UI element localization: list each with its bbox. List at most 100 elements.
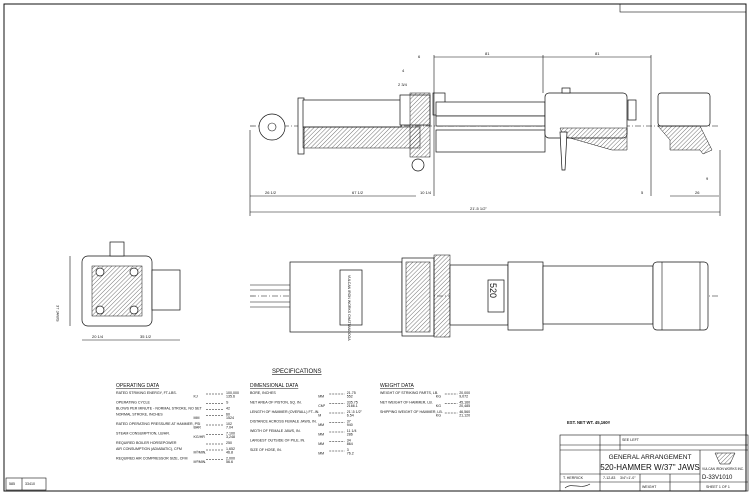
- spec-value: 34: [347, 439, 351, 443]
- drawing-number: D-33V1010: [702, 475, 733, 481]
- spec-value-metric: 6.54: [347, 414, 354, 418]
- spec-unit-metric: MM: [318, 395, 324, 399]
- spec-label: RATED STRIKING ENERGY, FT-LBS.: [116, 391, 177, 395]
- spec-value: 46,560: [459, 410, 470, 414]
- spec-label: NET AREA OF PISTON, SQ. IN.: [250, 401, 302, 405]
- drawing-date: 7-12-83: [603, 476, 615, 480]
- spec-value-metric: 3,248: [226, 435, 235, 439]
- spec-label: BORE, INCHES: [250, 391, 276, 395]
- spec-value: 7,100: [226, 432, 235, 436]
- dim-81-left: 81: [485, 51, 490, 56]
- dim-26-right: 26: [695, 190, 700, 195]
- spec-value: 100,000: [226, 391, 239, 395]
- spec-unit-metric: MM: [318, 423, 324, 427]
- spec-value: 2,000: [226, 457, 235, 461]
- hammer-model-label: 520: [488, 283, 498, 298]
- spec-value-metric: 864: [347, 442, 353, 446]
- spec-value-metric: 7.04: [226, 426, 233, 430]
- spec-unit-metric: KJ: [194, 395, 198, 399]
- corner-stamp-right: 33410: [25, 482, 35, 486]
- dim-26-left: 26 1/2: [265, 190, 277, 195]
- spec-unit-metric: KG: [436, 404, 441, 408]
- spec-value-metric: 552: [347, 395, 353, 399]
- spec-value: 21.75: [347, 391, 356, 395]
- spec-value: 21'-5 1/2": [347, 410, 363, 414]
- hammer-end-view: 37 JAWS 20 1/4 35 1/2: [56, 241, 181, 341]
- dim-81-right: 81: [595, 51, 600, 56]
- spec-label: WIDTH OF FEMALE JAWS, IN.: [250, 429, 301, 433]
- title-block: SEE LEFT GENERAL ARRANGEMENT 520-HAMMER …: [559, 434, 749, 492]
- corner-stamp: [5, 477, 47, 491]
- spec-unit-metric: M³/MIN.: [194, 460, 207, 464]
- spec-label: RATED OPERATING PRESSURE AT HAMMER, PSI: [116, 422, 200, 426]
- specifications-title: SPECIFICATIONS: [272, 369, 322, 375]
- spec-value: 1,652: [226, 447, 235, 451]
- spec-value-metric: 9,072: [459, 395, 468, 399]
- signature: [564, 483, 591, 489]
- spec-label: REQUIRED AIR COMPRESSOR SIZE, CFM: [116, 457, 187, 461]
- dim-6: 6: [418, 54, 421, 59]
- spec-value: 45,160: [459, 401, 470, 405]
- spec-value-metric: 135.6: [226, 395, 235, 399]
- operating-data-heading: OPERATING DATA: [116, 383, 160, 389]
- spec-value: 20,000: [459, 391, 470, 395]
- spec-value-metric: 21,120: [459, 414, 470, 418]
- spec-label: DISTANCE ACROSS FEMALE JAWS, IN.: [250, 420, 317, 424]
- vulcan-logo: [714, 452, 736, 465]
- spec-unit-metric: KG: [436, 414, 441, 418]
- dim-overall: 21'-5 1/2": [470, 206, 487, 211]
- spec-value-metric: 286: [347, 433, 353, 437]
- spec-label: AIR CONSUMPTION (ADIABATIC), CFM: [116, 447, 182, 451]
- sheet-number: SHEET 1 OF 1: [706, 485, 730, 489]
- weight-data-heading: WEIGHT DATA: [380, 383, 415, 389]
- spec-label: BLOWS PER MINUTE - NORMAL STROKE, NO SET: [116, 407, 203, 411]
- spec-label: REQUIRED BOILER HORSEPOWER: [116, 441, 177, 445]
- drawing-border: [3, 3, 747, 492]
- spec-unit-metric: MM: [318, 442, 324, 446]
- spec-value: 250: [226, 441, 232, 445]
- see-left-note: SEE LEFT: [622, 438, 640, 442]
- drawn-by: T. HERRICK: [563, 476, 584, 480]
- spec-value-metric: 46.8: [226, 451, 233, 455]
- operating-data: OPERATING DATA RATED STRIKING ENERGY, FT…: [116, 383, 239, 464]
- vulcan-nameplate: VULCAN IRON WORKS CHATTANOOGA: [347, 275, 351, 341]
- dim-20: 20 1/4: [92, 334, 104, 339]
- spec-label: SHIPPING WEIGHT OF HAMMER, LB.: [380, 410, 443, 414]
- title-line-2: 520-HAMMER W/37" JAWS: [600, 463, 699, 472]
- spec-label: SIZE OF HOSE, IN.: [250, 448, 282, 452]
- dim-35: 35 1/2: [140, 334, 152, 339]
- spec-unit-metric: BAR: [194, 426, 202, 430]
- spec-value: 3: [347, 448, 349, 452]
- spec-value-metric: 940: [347, 423, 353, 427]
- spec-value: 60: [226, 413, 230, 417]
- dim-9: 9: [706, 176, 709, 181]
- spec-value-metric: 56.6: [226, 460, 233, 464]
- spec-value: 37: [347, 420, 351, 424]
- estimated-net-weight: EST. NET WT. 45,160#: [567, 420, 611, 425]
- spec-label: LENGTH OF HAMMER (OVERALL) FT.-IN.: [250, 410, 319, 414]
- spec-value-metric: 1524: [226, 416, 234, 420]
- weight-data: WEIGHT DATA WEIGHT OF STRIKING PARTS, LB…: [380, 383, 470, 418]
- company-name: VULCAN IRON WORKS INC.: [702, 467, 744, 471]
- spec-unit-metric: KG/HR: [194, 435, 206, 439]
- title-line-1: GENERAL ARRANGEMENT: [609, 454, 692, 461]
- dim-67: 67 1/2: [352, 190, 364, 195]
- spec-value-metric: 76.2: [347, 452, 354, 456]
- spec-value: 335.75: [347, 401, 358, 405]
- dim-5: 5: [641, 190, 644, 195]
- drawing-scale: 3/4"=1'-0": [620, 476, 636, 480]
- spec-value-metric: 2166.1: [347, 404, 358, 408]
- spec-label: WEIGHT OF STRIKING PARTS, LB.: [380, 391, 438, 395]
- spec-unit-metric: KG: [436, 395, 441, 399]
- spec-label: STEAM CONSUMPTION, LB/HR.: [116, 432, 170, 436]
- spec-unit-metric: M: [318, 414, 321, 418]
- spec-unit-metric: MM: [194, 416, 200, 420]
- spec-label: LARGEST OUTSIDE OF PILE, IN.: [250, 439, 305, 443]
- hammer-plan-view: VULCAN IRON WORKS CHATTANOOGA 520: [250, 254, 720, 341]
- hammer-front-elevation: 81 81 6 4 2 3/4 21'-5 1/2" 26 1/2 67 1/2…: [249, 51, 721, 216]
- revision-block: [619, 3, 747, 13]
- spec-label: NET WEIGHT OF HAMMER, LB.: [380, 401, 433, 405]
- spec-label: NORMAL STROKE, INCHES: [116, 413, 163, 417]
